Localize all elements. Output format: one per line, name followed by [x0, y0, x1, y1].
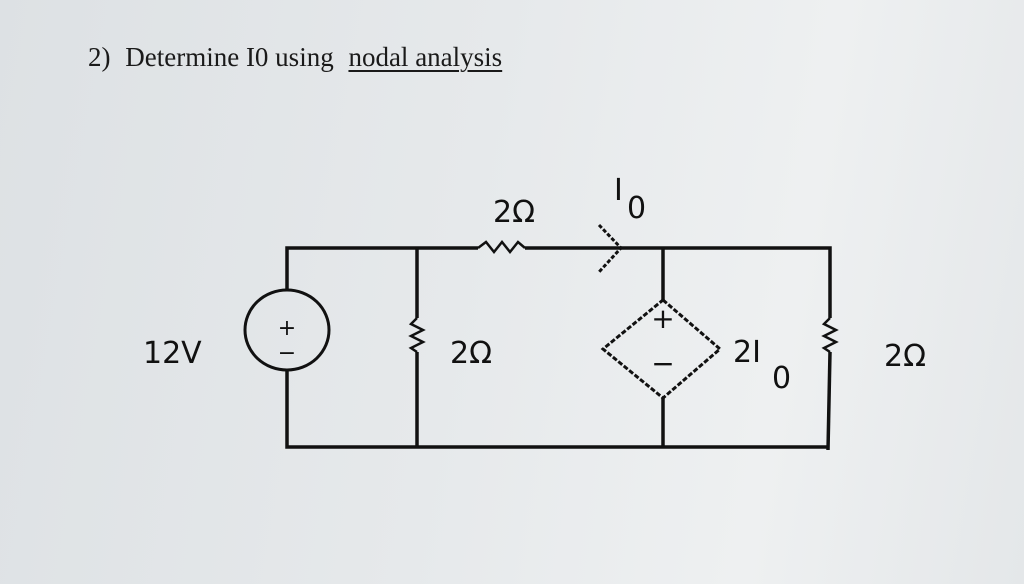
- voltage-source: + −: [243, 288, 331, 372]
- dep-minus-sign: −: [651, 347, 674, 380]
- problem-method: nodal analysis: [348, 42, 503, 72]
- plus-sign: +: [278, 316, 296, 341]
- dep-source-label: 2I: [733, 335, 761, 370]
- right-resistor: [821, 317, 839, 354]
- right-resistor-label: 2Ω: [884, 339, 926, 374]
- series-resistor-label: 2Ω: [493, 195, 535, 230]
- shunt-resistor: [408, 317, 426, 354]
- minus-sign: −: [278, 341, 296, 366]
- problem-text: Determine I0 using: [125, 42, 334, 72]
- dependent-source: + −: [600, 298, 723, 400]
- problem-title: 2) Determine I0 using nodal analysis: [88, 42, 510, 73]
- series-resistor: [477, 239, 526, 255]
- wires: [285, 246, 832, 451]
- dep-plus-sign: +: [651, 302, 674, 335]
- source-label: 12V: [143, 336, 202, 371]
- dep-source-subscript: 0: [772, 361, 791, 396]
- shunt-resistor-label: 2Ω: [450, 336, 492, 371]
- current-subscript: 0: [627, 191, 646, 226]
- current-label: I: [614, 173, 623, 208]
- problem-number: 2): [88, 42, 111, 72]
- current-arrow: [597, 223, 624, 274]
